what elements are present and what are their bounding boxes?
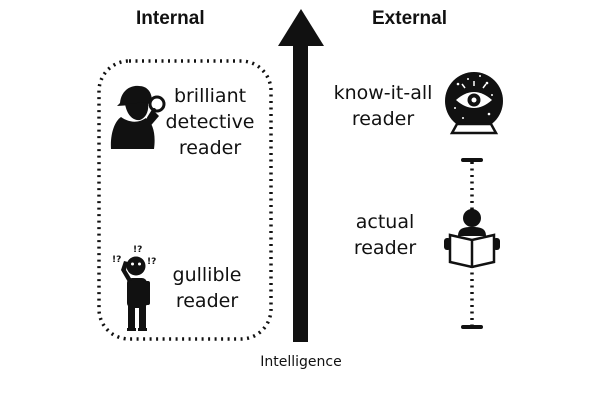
label-line: reader — [175, 290, 239, 312]
thought-mark: !? — [133, 245, 142, 255]
intelligence-arrow — [278, 9, 324, 342]
intelligence-axis-label: Intelligence — [260, 354, 342, 370]
external-scale-line — [461, 158, 483, 329]
internal-heading: Internal — [136, 8, 205, 29]
label-line: know-it-all — [333, 82, 433, 104]
label-line: detective — [165, 111, 255, 133]
label-line: actual — [355, 211, 415, 233]
label-line: brilliant — [173, 85, 247, 107]
crystal-ball-eye-icon — [445, 72, 503, 135]
label-line: reader — [353, 237, 417, 259]
gullible-reader-label: gullible reader — [162, 262, 252, 314]
detective-with-magnifier-icon — [110, 85, 166, 149]
label-line: gullible — [172, 264, 242, 286]
actual-reader-label: actual reader — [345, 209, 425, 261]
label-line: reader — [178, 137, 242, 159]
confused-person-icon — [121, 256, 150, 331]
thought-mark: !? — [147, 257, 156, 267]
know-it-all-reader-label: know-it-all reader — [325, 80, 441, 132]
external-heading: External — [372, 8, 447, 29]
label-line: reader — [351, 108, 415, 130]
detective-reader-label: brilliant detective reader — [160, 83, 260, 161]
person-reading-book-icon — [444, 209, 500, 269]
internal-group-box — [97, 59, 273, 341]
thought-mark: !? — [112, 255, 121, 265]
